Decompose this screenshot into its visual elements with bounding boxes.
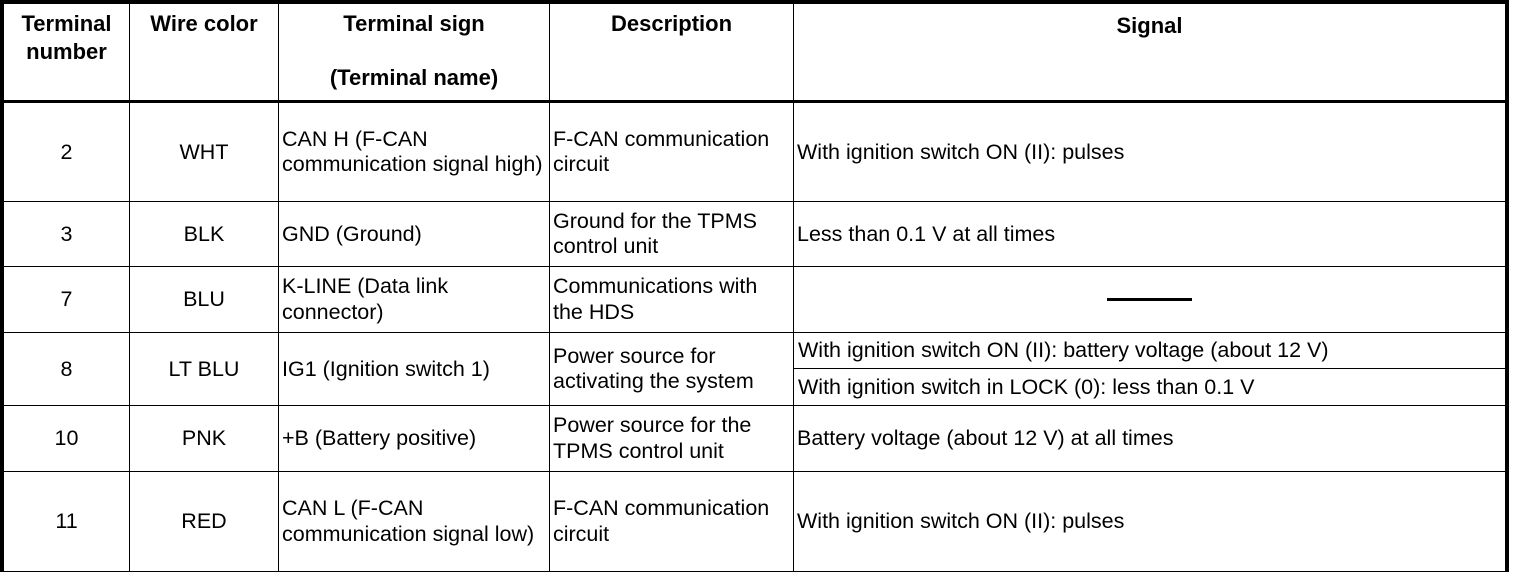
column-header-signal: Signal (793, 2, 1506, 104)
cell-signal-none (793, 266, 1506, 334)
table-row: 7 BLU K-LINE (Data link connector) Commu… (3, 266, 1506, 334)
cell-terminal-sign: CAN H (F-CAN communication signal high) (278, 101, 550, 203)
cell-signal: Battery voltage (about 12 V) at all time… (793, 405, 1506, 473)
cell-wire-color: WHT (129, 101, 279, 203)
table-header: Terminal number Wire color Terminal sign… (3, 2, 1506, 104)
cell-description: Power source for activating the system (549, 332, 794, 407)
cell-wire-color: BLU (129, 266, 279, 334)
cell-terminal-sign: GND (Ground) (278, 201, 550, 268)
table-row: 3 BLK GND (Ground) Ground for the TPMS c… (3, 201, 1506, 268)
cell-signal-split: With ignition switch ON (II): battery vo… (793, 332, 1506, 407)
table-body: 2 WHT CAN H (F-CAN communication signal … (3, 101, 1506, 572)
cell-wire-color: RED (129, 471, 279, 572)
header-terminal-sign-sub: (Terminal name) (329, 65, 499, 91)
column-header-description: Description (549, 2, 794, 104)
table-row: 8 LT BLU IG1 (Ignition switch 1) Power s… (3, 332, 1506, 407)
no-signal-dash-icon (1107, 298, 1192, 302)
cell-wire-color: BLK (129, 201, 279, 268)
cell-terminal-number: 8 (3, 332, 130, 407)
column-header-terminal-sign: Terminal sign (Terminal name) (278, 2, 550, 104)
cell-description: F-CAN communication circuit (549, 471, 794, 572)
cell-signal: With ignition switch ON (II): pulses (793, 101, 1506, 203)
cell-wire-color: LT BLU (129, 332, 279, 407)
cell-wire-color: PNK (129, 405, 279, 473)
header-terminal-sign-main: Terminal sign (343, 11, 485, 36)
header-row: Terminal number Wire color Terminal sign… (3, 2, 1506, 104)
table-row: 11 RED CAN L (F-CAN communication signal… (3, 471, 1506, 572)
signal-subrow-ignition-lock: With ignition switch in LOCK (0): less t… (798, 374, 1255, 399)
cell-terminal-number: 7 (3, 266, 130, 334)
cell-description: Power source for the TPMS control unit (549, 405, 794, 473)
cell-terminal-sign: IG1 (Ignition switch 1) (278, 332, 550, 407)
header-terminal-number-line2: number (26, 39, 107, 65)
cell-signal: With ignition switch ON (II): pulses (793, 471, 1506, 572)
cell-terminal-sign: K-LINE (Data link connector) (278, 266, 550, 334)
cell-terminal-number: 10 (3, 405, 130, 473)
cell-signal: Less than 0.1 V at all times (793, 201, 1506, 268)
cell-description: F-CAN communication circuit (549, 101, 794, 203)
cell-terminal-number: 11 (3, 471, 130, 572)
header-terminal-number-line1: Terminal (21, 11, 112, 36)
table-row: 2 WHT CAN H (F-CAN communication signal … (3, 101, 1506, 203)
table-row: 10 PNK +B (Battery positive) Power sourc… (3, 405, 1506, 473)
cell-terminal-number: 3 (3, 201, 130, 268)
cell-terminal-sign: +B (Battery positive) (278, 405, 550, 473)
signal-subrow-ignition-on: With ignition switch ON (II): battery vo… (794, 333, 1505, 370)
column-header-terminal-number: Terminal number (3, 2, 130, 104)
cell-terminal-number: 2 (3, 101, 130, 203)
column-header-wire-color: Wire color (129, 2, 279, 104)
cell-description: Ground for the TPMS control unit (549, 201, 794, 268)
cell-description: Communications with the HDS (549, 266, 794, 334)
cell-terminal-sign: CAN L (F-CAN communication signal low) (278, 471, 550, 572)
